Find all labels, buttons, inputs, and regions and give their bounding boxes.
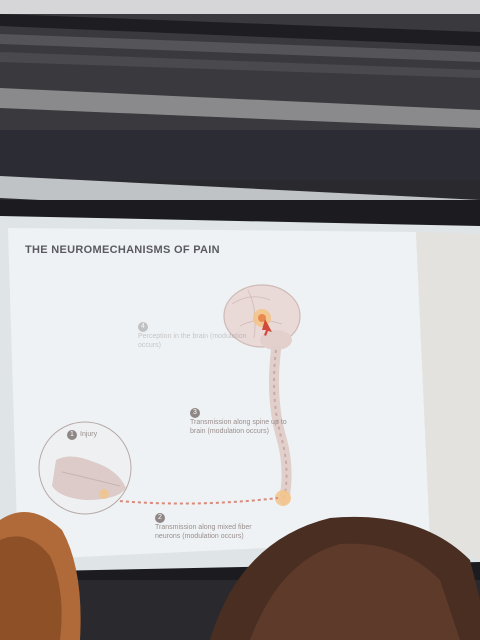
step-number-badge: 4 [138,322,148,332]
spine-icon [269,345,292,505]
cursor-arrow-icon [262,319,272,336]
ceiling-slat-2 [0,52,480,78]
step-number-badge: 1 [67,430,77,440]
slide-title: THE NEUROMECHANISMS OF PAIN [25,244,220,256]
audience-heads [0,512,480,640]
step-label: Perception in the brain (modulation occu… [138,333,247,349]
step-4-perception: 4Perception in the brain (modulation occ… [138,322,258,350]
ceiling-panel-upper [0,14,480,46]
step-label: Transmission along spine up to brain (mo… [190,419,287,435]
wall-above-screen [0,130,480,180]
ceiling-slat-1 [0,34,480,62]
ceiling-panel [0,0,480,14]
pain-starburst-icon [275,490,291,506]
screen-right-margin [416,232,480,560]
step-number-badge: 2 [155,513,165,523]
step-number-badge: 3 [190,408,200,418]
step-label: Transmission along mixed fiber neurons (… [155,524,252,540]
ceiling-beam [0,88,480,128]
step-label: Injury [80,431,98,438]
pain-starburst-icon [99,489,109,499]
step-3-spine-transmission: 3Transmission along spine up to brain (m… [190,408,290,436]
nerve-path [107,497,279,505]
step-2-nerve-transmission: 2Transmission along mixed fiber neurons … [155,513,265,541]
